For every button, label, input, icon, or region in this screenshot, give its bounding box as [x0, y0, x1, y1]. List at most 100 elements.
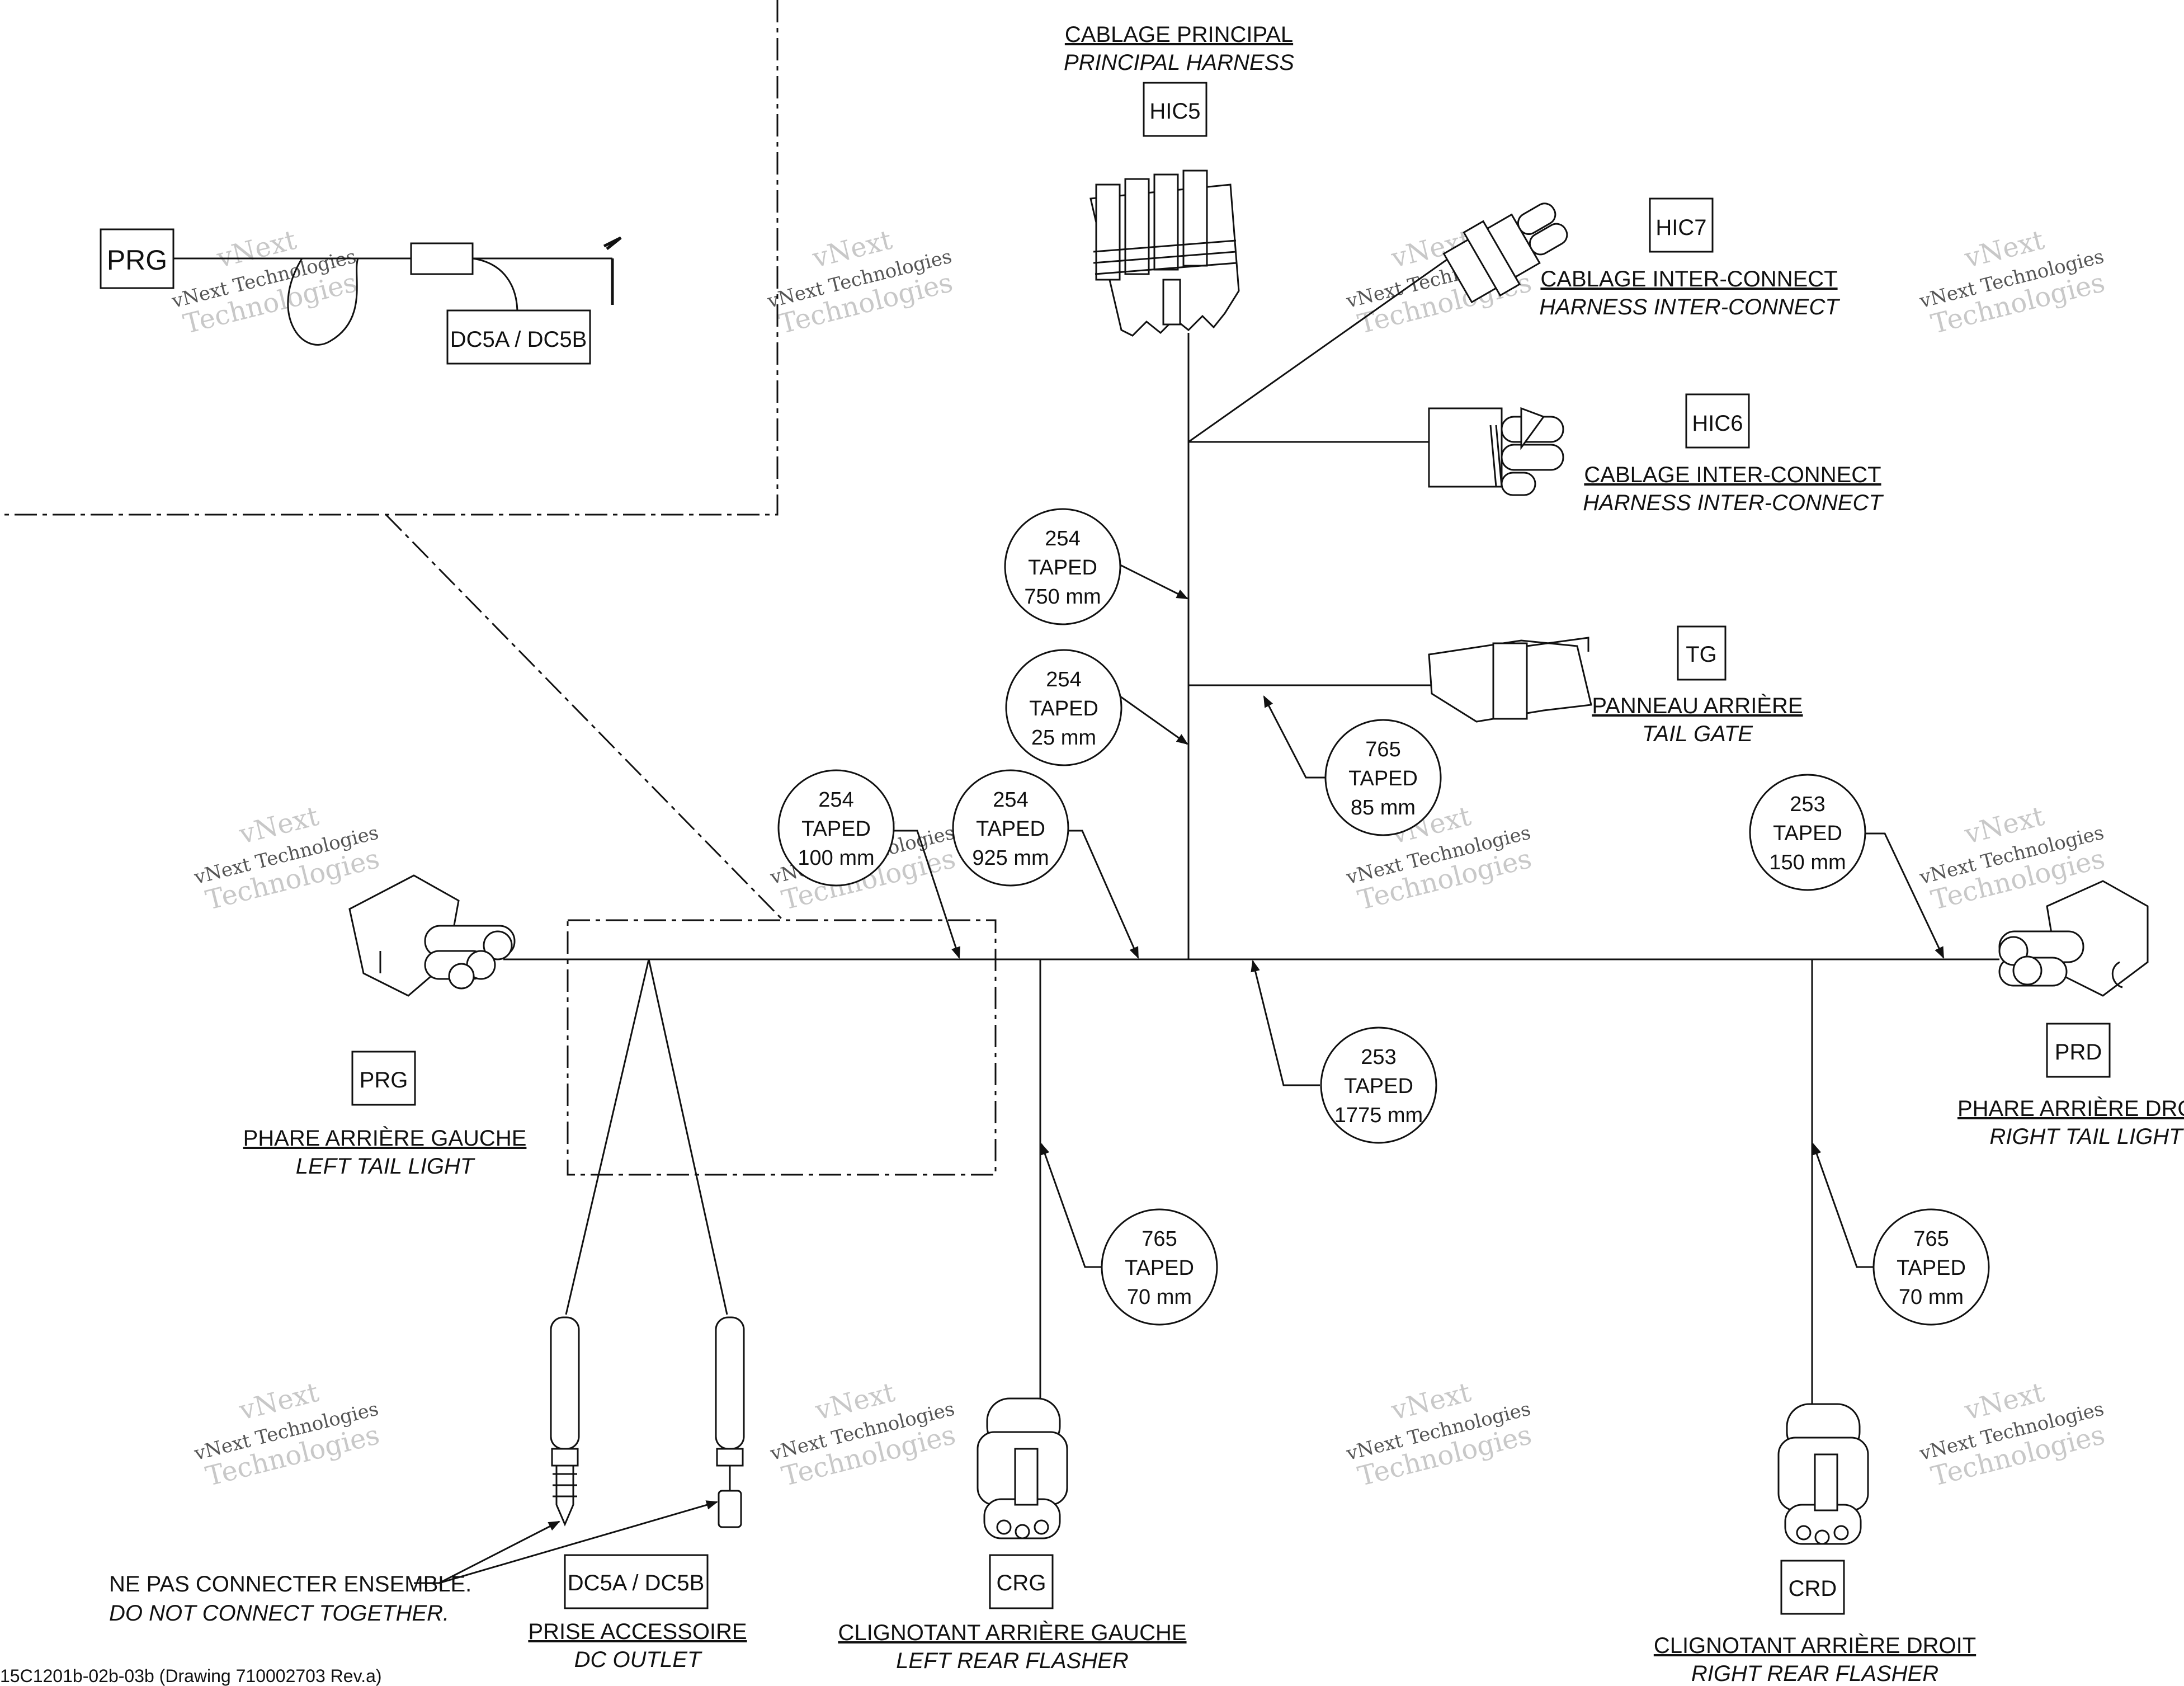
- connector-icon: [1517, 202, 1556, 236]
- svg-text:765: 765: [1913, 1227, 1949, 1251]
- dc-outlet-terminals: [550, 1316, 745, 1528]
- tape-callout: 253 TAPED 1775 mm: [1251, 959, 1437, 1144]
- crg-connector: [977, 1397, 1068, 1539]
- watermark: vNext vNext Technologies Technologies: [169, 224, 360, 340]
- crd-label-fr: CLIGNOTANT ARRIÈRE DROIT: [1654, 1633, 1976, 1658]
- prg-connector: [348, 874, 516, 997]
- svg-text:TAPED: TAPED: [1029, 697, 1098, 720]
- hic7-label-fr: CABLAGE INTER-CONNECT: [1540, 267, 1837, 291]
- terminal-icon: [555, 1504, 574, 1527]
- hic5-id-box: [1143, 82, 1207, 137]
- prd-label-en: RIGHT TAIL LIGHT: [1989, 1124, 2184, 1149]
- detail-view: PRG DC5A / DC5B: [0, 0, 784, 921]
- tape-callouts: 254 TAPED 750 mm 254 TAPED 25 mm 765 TAP…: [777, 508, 1990, 1326]
- crd-label: CRD CLIGNOTANT ARRIÈRE DROIT RIGHT REAR …: [1654, 1560, 1976, 1686]
- hic6-connector: [1428, 407, 1564, 496]
- prd-id: PRD: [2055, 1040, 2102, 1065]
- tape-callout: 765 TAPED 70 mm: [1040, 1143, 1218, 1326]
- prg-label-fr: PHARE ARRIÈRE GAUCHE: [243, 1125, 527, 1151]
- connector-icon: [1015, 1524, 1030, 1539]
- svg-text:70 mm: 70 mm: [1899, 1285, 1964, 1309]
- hic5-id: HIC5: [1149, 99, 1200, 124]
- connector-icon: [1489, 425, 1503, 487]
- dc-label: DC5A / DC5B PRISE ACCESSOIRE DC OUTLET: [528, 1554, 747, 1672]
- dc-detail-region: [567, 919, 997, 1176]
- tape-callout: 765 TAPED 70 mm: [1812, 1143, 1990, 1326]
- connector-icon: [1162, 279, 1181, 326]
- crg-label: CRG CLIGNOTANT ARRIÈRE GAUCHE LEFT REAR …: [838, 1554, 1187, 1673]
- connector-icon: [1463, 220, 1521, 297]
- svg-text:925 mm: 925 mm: [972, 846, 1049, 870]
- note-fr: NE PAS CONNECTER ENSEMBLE.: [109, 1572, 471, 1596]
- detail-fuse-box: [446, 309, 591, 365]
- connector-icon: [448, 963, 475, 990]
- terminal-icon: [716, 1448, 744, 1467]
- wire-loop: [287, 258, 359, 346]
- connector-icon: [1520, 407, 1545, 450]
- svg-text:254: 254: [993, 788, 1028, 812]
- watermark: vNext vNext Technologies Technologies: [1917, 224, 2108, 340]
- hic7-id: HIC7: [1655, 215, 1706, 240]
- connector-icon: [1833, 1525, 1849, 1541]
- svg-text:TAPED: TAPED: [1125, 1256, 1194, 1280]
- svg-text:253: 253: [1361, 1045, 1396, 1069]
- dc-label-fr: PRISE ACCESSOIRE: [528, 1619, 747, 1644]
- tg-label: TG PANNEAU ARRIÈRE TAIL GATE: [1592, 625, 1803, 746]
- dc-id: DC5A / DC5B: [568, 1571, 705, 1595]
- hic7-connector: [1442, 202, 1568, 304]
- svg-text:TAPED: TAPED: [801, 817, 871, 841]
- detail-fuse-id: DC5A / DC5B: [450, 327, 587, 352]
- svg-text:TAPED: TAPED: [1028, 556, 1097, 580]
- connector-icon: [483, 930, 513, 960]
- connector-icon: [2012, 955, 2043, 986]
- tg-id: TG: [1686, 642, 1717, 667]
- tg-label-fr: PANNEAU ARRIÈRE: [1592, 693, 1803, 718]
- prg-label: PRG PHARE ARRIÈRE GAUCHE LEFT TAIL LIGHT: [243, 1051, 527, 1179]
- tape-callout: 254 TAPED 925 mm: [952, 769, 1139, 959]
- svg-text:85 mm: 85 mm: [1351, 796, 1416, 820]
- dc-id-box: [564, 1554, 709, 1609]
- hic7-id-box: [1649, 197, 1714, 253]
- tape-callout: 254 TAPED 25 mm: [1005, 649, 1188, 766]
- detail-connector-id: PRG: [107, 244, 167, 276]
- prg-label-en: LEFT TAIL LIGHT: [296, 1154, 475, 1179]
- dc-label-en: DC OUTLET: [574, 1647, 702, 1672]
- connector-icon: [2111, 961, 2123, 988]
- svg-text:TAPED: TAPED: [976, 817, 1045, 841]
- hic7-label-en: HARNESS INTER-CONNECT: [1539, 295, 1840, 319]
- svg-text:254: 254: [1046, 668, 1081, 691]
- drawing-reference: 15C1201b-02b-03b (Drawing 710002703 Rev.…: [0, 1666, 382, 1686]
- terminal-icon: [551, 1448, 579, 1467]
- svg-text:TAPED: TAPED: [1344, 1075, 1413, 1098]
- connector-icon: [1814, 1529, 1830, 1545]
- branch-dc-right: [648, 959, 728, 1315]
- svg-text:765: 765: [1365, 738, 1400, 761]
- svg-text:253: 253: [1790, 793, 1825, 816]
- prg-id-box: [351, 1051, 416, 1106]
- terminal-icon: [553, 1466, 577, 1505]
- connector-icon: [1529, 223, 1568, 256]
- tg-id-box: [1677, 625, 1727, 681]
- fuse-icon: [410, 242, 474, 275]
- connector-icon: [1095, 183, 1121, 281]
- tape-callout: 253 TAPED 150 mm: [1749, 774, 1945, 959]
- harness-wires: [503, 253, 1999, 1415]
- terminal-icon: [718, 1490, 742, 1528]
- note: NE PAS CONNECTER ENSEMBLE. DO NOT CONNEC…: [109, 1500, 719, 1626]
- watermark: vNext vNext Technologies Technologies: [192, 800, 383, 916]
- crd-id-box: [1780, 1560, 1845, 1615]
- detail-leader: [385, 514, 784, 921]
- terminal-icon: [550, 1316, 580, 1450]
- connector-icon: [1093, 239, 1238, 275]
- hic6-label-en: HARNESS INTER-CONNECT: [1583, 491, 1884, 515]
- connector-icon: [1428, 407, 1503, 488]
- tg-label-en: TAIL GATE: [1642, 722, 1753, 746]
- connector-icon: [1182, 169, 1208, 267]
- svg-text:750 mm: 750 mm: [1024, 585, 1101, 609]
- hic6-id-box: [1685, 393, 1750, 449]
- watermark: vNext vNext Technologies Technologies: [1917, 1377, 2108, 1492]
- crg-id-box: [989, 1554, 1054, 1609]
- prg-id: PRG: [360, 1068, 408, 1092]
- crd-id: CRD: [1789, 1576, 1837, 1601]
